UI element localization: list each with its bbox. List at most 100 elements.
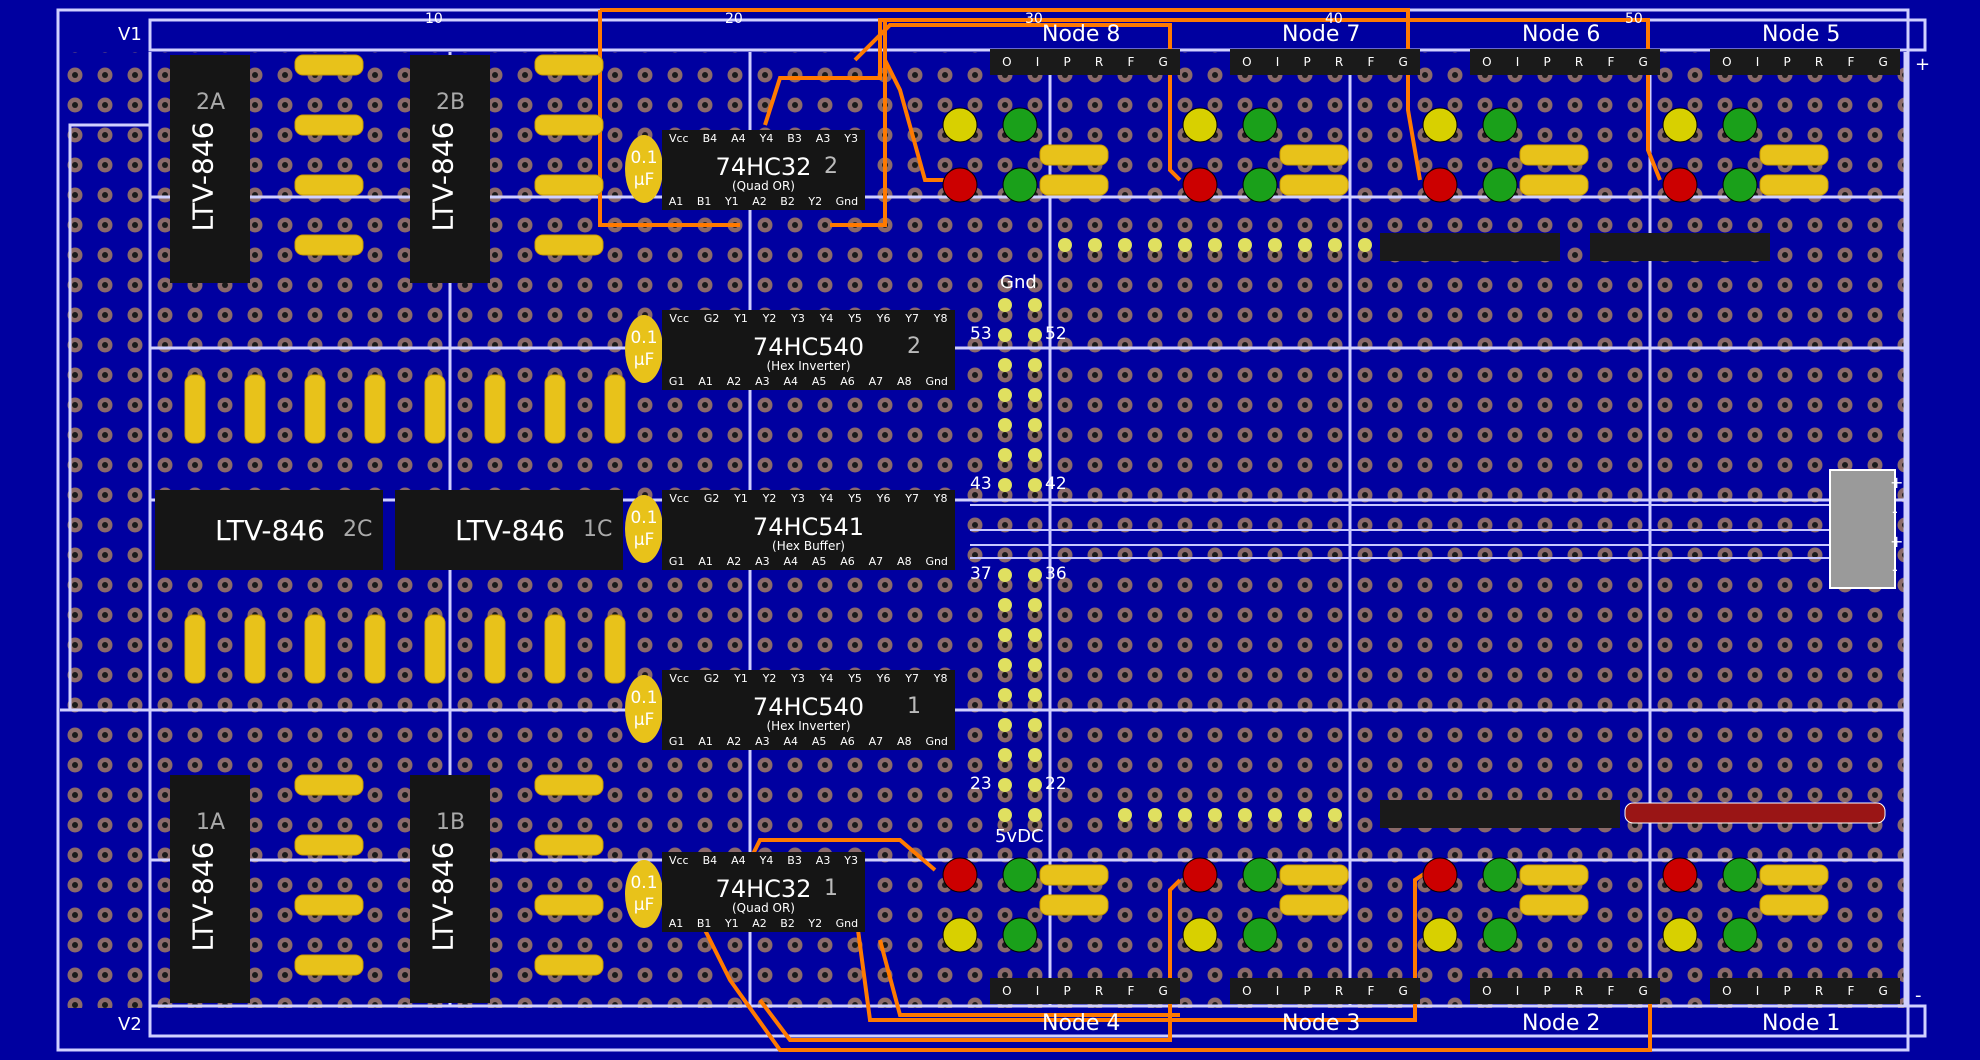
resistor [184, 614, 206, 684]
pin-number-22: 22 [1045, 774, 1067, 794]
ic-pin: Y8 [933, 312, 948, 325]
optocoupler-1a: 1A LTV-846 [170, 775, 250, 1003]
led [1662, 107, 1698, 143]
connector-pin [1028, 778, 1042, 792]
ic-pin: Y7 [905, 492, 919, 505]
led [1182, 107, 1218, 143]
pin-number-52: 52 [1045, 324, 1067, 344]
connector-pin [1208, 238, 1222, 252]
header-pin: P [1303, 55, 1311, 69]
led [942, 107, 978, 143]
header-pin: G [1878, 984, 1888, 998]
header-pin: F [1607, 984, 1615, 998]
resistor [534, 954, 604, 976]
ruler-40: 40 [1325, 11, 1343, 27]
connector-pin [1118, 238, 1132, 252]
led [1002, 167, 1038, 203]
header-pin: F [1607, 55, 1615, 69]
resistor [1759, 144, 1829, 166]
header-pin: F [1847, 55, 1855, 69]
header-pin: G [1398, 55, 1408, 69]
connector-pin [1088, 238, 1102, 252]
header-pin: O [1482, 55, 1492, 69]
ic-pin: A7 [868, 735, 884, 748]
connector-pin [1028, 568, 1042, 582]
rail-plus-sign: + [1915, 54, 1931, 75]
ic-pin: A6 [840, 375, 855, 388]
led [1722, 917, 1758, 953]
capacitor-unit: µF [633, 710, 655, 730]
header-pin: O [1002, 984, 1012, 998]
node-label-2: Node 2 [1522, 1011, 1601, 1036]
connector-pin [1268, 808, 1282, 822]
ic-pin: Y2 [762, 492, 777, 505]
ic-pin: A2 [752, 917, 767, 930]
led [1002, 857, 1038, 893]
ic-pin: Vcc [669, 312, 690, 325]
ic-pin: Y2 [762, 312, 777, 325]
pin-number-37: 37 [970, 564, 992, 584]
opto-part: LTV-846 [455, 514, 565, 547]
ic-pin: Y6 [876, 492, 891, 505]
ic-pin: Y4 [759, 132, 774, 145]
pin-number-42: 42 [1045, 474, 1067, 494]
header-pin: O [1242, 55, 1252, 69]
resistor [604, 614, 626, 684]
connector-pin [1238, 238, 1252, 252]
ic-pin: Y3 [791, 312, 805, 325]
connector-pin [1298, 238, 1312, 252]
header-pin: O [1242, 984, 1252, 998]
capacitor-value: 0.1 [630, 873, 658, 893]
optocoupler-1c: LTV-846 1C [395, 490, 623, 570]
ic-pin: Y8 [933, 672, 948, 685]
resistor [1759, 894, 1829, 916]
resistor [1279, 174, 1349, 196]
header-pin: G [1158, 984, 1168, 998]
connector-pin [998, 658, 1012, 672]
ic-pin: Y1 [724, 917, 739, 930]
led [1422, 917, 1458, 953]
opto-group: 2C [343, 517, 373, 542]
connector-pin [1028, 808, 1042, 822]
resistor [294, 774, 364, 796]
ic-pin: Y6 [876, 312, 891, 325]
header-pin: P [1543, 55, 1551, 69]
node-label-6: Node 6 [1522, 22, 1601, 47]
ic-pin: A2 [752, 195, 767, 208]
ic-subtitle: (Hex Buffer) [772, 539, 845, 553]
header-pin: F [1367, 984, 1375, 998]
ic-pin: Y4 [819, 672, 834, 685]
header-pin: I [1275, 55, 1280, 69]
connector-pin [1028, 298, 1042, 312]
opto-part: LTV-846 [426, 121, 460, 232]
led [1182, 857, 1218, 893]
connector-pin [998, 568, 1012, 582]
resistor [1519, 864, 1589, 886]
ic-pin: Y5 [848, 672, 862, 685]
ic-pin: Y7 [905, 672, 919, 685]
header-pin: I [1755, 984, 1760, 998]
header-pin: F [1847, 984, 1855, 998]
resistor [294, 114, 364, 136]
ic-pin: Y3 [791, 492, 805, 505]
connector-pin [1028, 418, 1042, 432]
resistor [544, 374, 566, 444]
ic-pin: Y1 [724, 195, 739, 208]
ic-pin: Y4 [819, 492, 834, 505]
optocoupler-2c: LTV-846 2C [155, 490, 383, 570]
vdc-label: 5vDC [995, 826, 1044, 847]
ruler-20: 20 [725, 11, 743, 27]
header-pin: G [1878, 55, 1888, 69]
resistor [534, 234, 604, 256]
power-rails [970, 504, 1830, 559]
optocoupler-2a: 2A LTV-846 [170, 55, 250, 283]
ic-subtitle: (Hex Inverter) [766, 359, 851, 373]
resistor [244, 374, 266, 444]
connector-pin [1148, 808, 1162, 822]
ic-pin: A6 [840, 555, 855, 568]
